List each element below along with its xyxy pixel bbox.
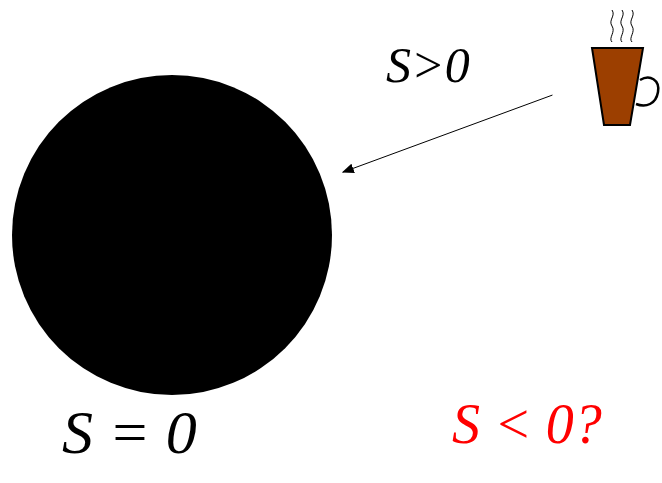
steam-line: [621, 10, 623, 42]
arrow-connector: [343, 95, 553, 172]
circle-outline: [12, 75, 332, 395]
black-disc: [12, 75, 332, 395]
coffee-cup: [590, 8, 662, 128]
cup-drawing: [590, 8, 662, 128]
black-hole-circle: S = 0: [12, 75, 332, 395]
steam-line: [631, 10, 633, 42]
note-text: S < 0?: [452, 396, 602, 452]
node-label: S = 0: [62, 401, 197, 463]
steam-line: [611, 10, 613, 42]
cup-handle: [636, 78, 658, 106]
edge-label: S>0: [386, 40, 470, 90]
cup-body: [592, 48, 643, 125]
